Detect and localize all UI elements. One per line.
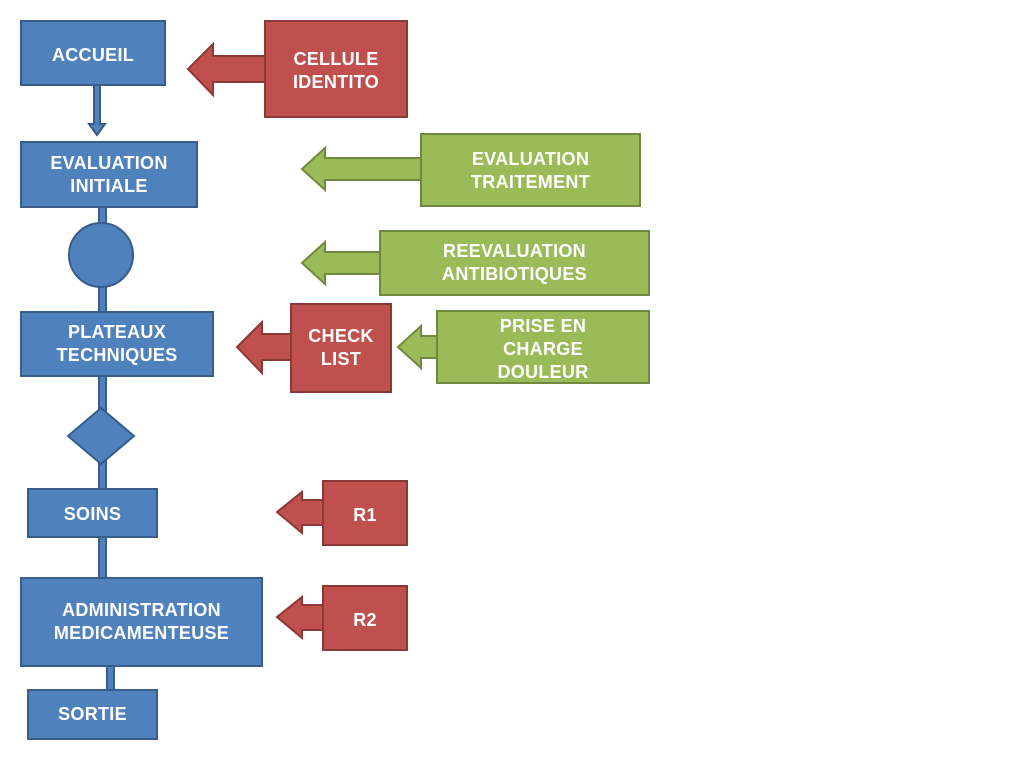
r1-box: R1	[322, 480, 408, 546]
connector-circle-plateaux	[98, 286, 107, 313]
cellule-identito-box: CELLULE IDENTITO	[264, 20, 408, 118]
arrow-cellule-accueil	[186, 41, 267, 98]
reevaluation-antibiotiques-box: REEVALUATION ANTIBIOTIQUES	[379, 230, 650, 296]
connector-plateaux-diamond	[98, 375, 107, 412]
connector-evaluation-circle	[98, 206, 107, 225]
evaluation-initiale-box: EVALUATION INITIALE	[20, 141, 198, 208]
connector-soins-admin	[98, 536, 107, 579]
arrow-r2-admin	[275, 594, 325, 641]
r2-box: R2	[322, 585, 408, 651]
connector-admin-sortie	[106, 665, 115, 691]
connector-accueil-evaluation	[87, 77, 107, 137]
arrow-check-plateaux	[235, 319, 293, 376]
administration-medicamenteuse-box: ADMINISTRATION MEDICAMENTEUSE	[20, 577, 263, 667]
arrow-r1-soins	[275, 489, 325, 536]
evaluation-traitement-box: EVALUATION TRAITEMENT	[420, 133, 641, 207]
prise-en-charge-douleur-box: PRISE EN CHARGE DOULEUR	[436, 310, 650, 384]
check-list-box: CHECK LIST	[290, 303, 392, 393]
arrow-reevaluation	[300, 239, 382, 287]
connector-diamond-soins	[98, 460, 107, 490]
accueil-box: ACCUEIL	[20, 20, 166, 86]
decision-diamond	[66, 406, 136, 466]
soins-box: SOINS	[27, 488, 158, 538]
arrow-evaluation-traitement	[300, 145, 423, 193]
decision-circle	[68, 222, 134, 288]
plateaux-techniques-box: PLATEAUX TECHNIQUES	[20, 311, 214, 377]
sortie-box: SORTIE	[27, 689, 158, 740]
arrow-prise-check	[396, 323, 439, 371]
